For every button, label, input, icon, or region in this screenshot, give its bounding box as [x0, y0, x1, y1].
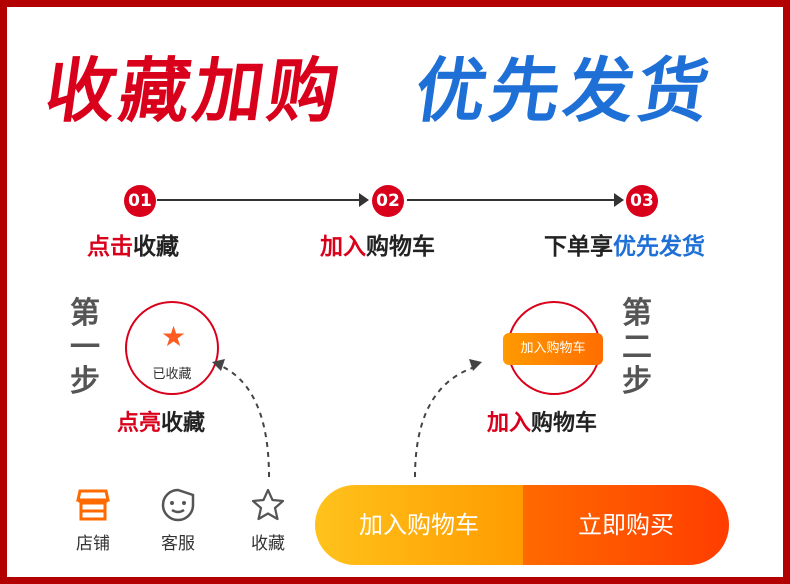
- arrowhead-icon: [469, 359, 482, 371]
- arrow-right-icon: [359, 193, 369, 207]
- step-label-rest: 收藏: [133, 234, 179, 260]
- shop-label: 店铺: [76, 534, 110, 554]
- purchase-bar: 加入购物车 立即购买: [315, 485, 729, 565]
- step-label-2: 加入购物车: [320, 227, 435, 261]
- caption-highlight: 点亮: [117, 411, 162, 436]
- star-filled-icon: ★: [161, 320, 187, 353]
- step-label-highlight: 点击: [87, 234, 133, 260]
- shop-icon: [76, 489, 110, 521]
- collected-badge: ★ 已收藏: [125, 301, 219, 395]
- customer-service-button[interactable]: 客服: [150, 487, 206, 554]
- step-two-caption: 加入购物车: [487, 405, 597, 437]
- caption-rest: 收藏: [161, 411, 206, 436]
- step-one-side-text: 第一步: [70, 296, 100, 399]
- arrowhead-icon: [212, 359, 225, 371]
- favorite-label: 收藏: [251, 534, 285, 554]
- step-label-prefix: 下单享: [544, 234, 613, 260]
- cart-badge: 加入购物车: [503, 301, 603, 395]
- step-label-highlight: 优先发货: [613, 234, 705, 260]
- step-label-1: 点击收藏: [87, 227, 179, 261]
- collected-text: 已收藏: [152, 367, 192, 382]
- caption-rest: 购物车: [531, 411, 598, 436]
- step-number-3: 03: [626, 185, 658, 217]
- step-label-3: 下单享优先发货: [544, 227, 705, 261]
- step-connector-2: [407, 199, 617, 201]
- add-to-cart-button[interactable]: 加入购物车: [315, 485, 523, 565]
- step-two-side-text: 第二步: [622, 296, 652, 399]
- customer-service-icon: [161, 488, 195, 522]
- dashed-arrow-to-collect: [218, 364, 270, 478]
- favorite-button[interactable]: 收藏: [240, 487, 296, 554]
- star-icon: [251, 488, 285, 521]
- step-connector-1: [157, 199, 362, 201]
- step-label-rest: 购物车: [366, 234, 435, 260]
- cart-pill: 加入购物车: [503, 333, 603, 365]
- step-number-1: 01: [124, 185, 156, 217]
- step-one-caption: 点亮收藏: [117, 405, 205, 437]
- customer-service-label: 客服: [161, 534, 195, 554]
- dashed-arrows: [212, 359, 482, 478]
- step-number-2: 02: [372, 185, 404, 217]
- buy-now-button[interactable]: 立即购买: [523, 485, 729, 565]
- steps-row: 01 02 03 点击收藏 加入购物车 下单享优先发货: [7, 181, 790, 271]
- arrow-right-icon: [614, 193, 624, 207]
- shop-button[interactable]: 店铺: [65, 487, 121, 554]
- step-label-highlight: 加入: [320, 234, 366, 260]
- dashed-arrow-to-cart: [414, 366, 476, 478]
- caption-highlight: 加入: [487, 411, 532, 436]
